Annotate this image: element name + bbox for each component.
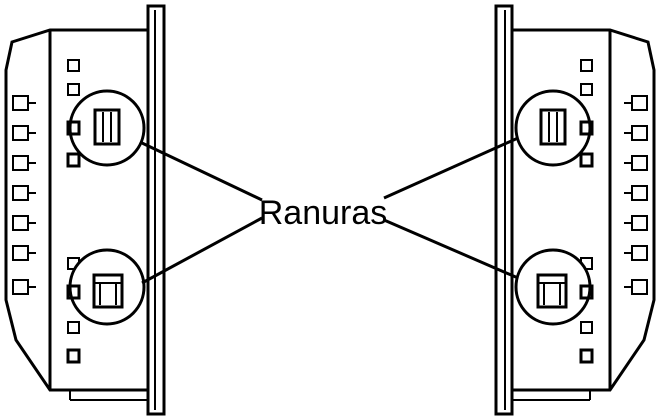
left-upper-slot bbox=[66, 108, 121, 146]
right-lower-slot bbox=[536, 273, 594, 309]
right-lower-slot-circle bbox=[514, 248, 592, 326]
right-upper-slot bbox=[539, 108, 594, 146]
left-vent-ribs bbox=[12, 95, 36, 295]
right-device bbox=[494, 4, 656, 416]
left-lower-slot-circle bbox=[68, 248, 146, 326]
leader-lines bbox=[141, 136, 519, 285]
left-device bbox=[4, 4, 166, 416]
leader-line-right-lower bbox=[383, 218, 519, 280]
left-lower-slot bbox=[66, 273, 124, 309]
leader-line-left-lower bbox=[141, 216, 263, 285]
leader-line-right-upper bbox=[383, 136, 519, 200]
slots-label: Ranuras bbox=[259, 194, 388, 232]
right-upper-slot-circle bbox=[514, 89, 592, 167]
leader-line-left-upper bbox=[141, 141, 263, 202]
right-vent-ribs bbox=[624, 95, 648, 295]
left-upper-slot-circle bbox=[68, 89, 146, 167]
